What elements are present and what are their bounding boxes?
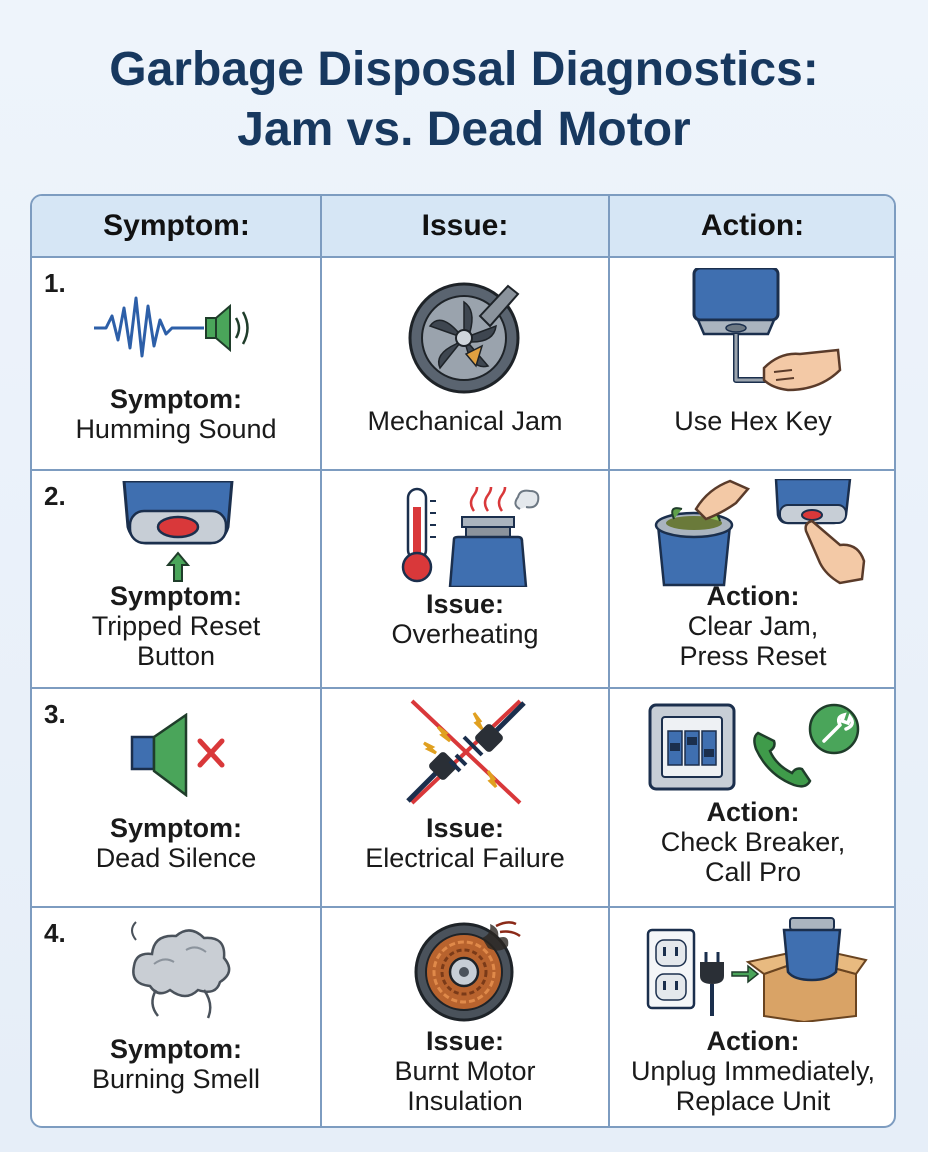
action-text: Check Breaker, [660, 827, 846, 857]
action-text: Clear Jam, [687, 611, 819, 641]
row-number: 1. [44, 268, 66, 298]
action-heading: Action: [706, 797, 800, 827]
symptom-text: Humming Sound [75, 414, 277, 444]
row-1-symptom-cell: 1. Symptom: Humming Sound [32, 258, 320, 469]
issue-text: Mechanical Jam [367, 406, 563, 436]
broken-plug-icon [406, 699, 526, 805]
symptom-heading: Symptom: [109, 384, 242, 414]
action-label: Action: Unplug Immediately, Replace Unit [610, 1026, 894, 1116]
header-symptom: Symptom: [103, 209, 250, 242]
action-heading: Action: [706, 581, 800, 611]
symptom-heading: Symptom: [109, 581, 242, 611]
action-text: Call Pro [704, 857, 802, 887]
symptom-label: Symptom: Tripped Reset Button [32, 581, 320, 671]
issue-text: Electrical Failure [365, 843, 565, 873]
row-number: 2. [44, 481, 66, 511]
symptom-heading: Symptom: [109, 813, 242, 843]
column-divider [608, 196, 610, 1126]
issue-label: Mechanical Jam [322, 406, 608, 436]
action-label: Use Hex Key [610, 406, 894, 436]
symptom-label: Symptom: Dead Silence [32, 813, 320, 873]
action-text: Press Reset [679, 641, 827, 671]
row-number: 3. [44, 699, 66, 729]
jammed-impeller-icon [408, 282, 520, 394]
row-1-issue-cell: Mechanical Jam [322, 258, 608, 469]
issue-text: Insulation [407, 1086, 523, 1116]
action-text: Use Hex Key [674, 406, 832, 436]
reset-button-icon [122, 481, 234, 582]
page-title: Garbage Disposal Diagnostics: Jam vs. De… [0, 40, 928, 160]
action-text: Replace Unit [675, 1086, 831, 1116]
action-label: Action: Check Breaker, Call Pro [610, 797, 894, 887]
row-1-action-cell: Use Hex Key [610, 258, 894, 469]
row-divider [32, 469, 894, 471]
row-2-action-cell: Action: Clear Jam, Press Reset [610, 471, 894, 687]
row-3-symptom-cell: 3. Symptom: Dead Silence [32, 689, 320, 906]
issue-heading: Issue: [425, 589, 505, 619]
header-issue: Issue: [421, 209, 509, 242]
issue-text: Overheating [391, 619, 539, 649]
action-label: Action: Clear Jam, Press Reset [610, 581, 894, 671]
muted-speaker-icon [130, 713, 225, 797]
row-3-issue-cell: Issue: Electrical Failure [322, 689, 608, 906]
title-line-2: Jam vs. Dead Motor [237, 103, 691, 156]
action-text: Unplug Immediately, [630, 1056, 876, 1086]
issue-label: Issue: Overheating [322, 589, 608, 649]
symptom-text: Dead Silence [95, 843, 257, 873]
thermometer-heat-icon [401, 487, 540, 587]
smoke-cloud-icon [131, 921, 231, 1019]
row-4-issue-cell: Issue: Burnt Motor Insulation [322, 908, 608, 1126]
issue-heading: Issue: [425, 813, 505, 843]
symptom-text: Tripped Reset [91, 611, 261, 641]
issue-label: Issue: Burnt Motor Insulation [322, 1026, 608, 1116]
column-divider [320, 196, 322, 1126]
row-4-action-cell: Action: Unplug Immediately, Replace Unit [610, 908, 894, 1126]
row-2-symptom-cell: 2. Symptom: Tripped Reset Button [32, 471, 320, 687]
row-3-action-cell: Action: Check Breaker, Call Pro [610, 689, 894, 906]
breaker-phone-icon [648, 703, 860, 791]
action-heading: Action: [706, 1026, 800, 1056]
row-4-symptom-cell: 4. Symptom: Burning Smell [32, 908, 320, 1126]
hex-key-disposal-icon [692, 268, 842, 392]
row-2-issue-cell: Issue: Overheating [322, 471, 608, 687]
symptom-text: Button [136, 641, 216, 671]
issue-text: Burnt Motor [394, 1056, 536, 1086]
sound-wave-speaker-icon [94, 296, 249, 358]
row-divider [32, 906, 894, 908]
header-action: Action: [700, 209, 805, 242]
symptom-text: Burning Smell [91, 1064, 261, 1094]
symptom-heading: Symptom: [109, 1034, 242, 1064]
unplug-replace-icon [646, 917, 868, 1022]
table-header: Symptom: Issue: Action: [32, 196, 894, 258]
issue-heading: Issue: [425, 1026, 505, 1056]
row-divider [32, 687, 894, 689]
title-line-1: Garbage Disposal Diagnostics: [109, 43, 819, 96]
burnt-motor-icon [414, 921, 521, 1022]
clear-jam-press-reset-icon [654, 479, 866, 587]
row-number: 4. [44, 918, 66, 948]
symptom-label: Symptom: Burning Smell [32, 1034, 320, 1094]
issue-label: Issue: Electrical Failure [322, 813, 608, 873]
symptom-label: Symptom: Humming Sound [32, 384, 320, 444]
diagnostics-table: Symptom: Issue: Action: 1. Symptom: Humm… [30, 194, 896, 1128]
